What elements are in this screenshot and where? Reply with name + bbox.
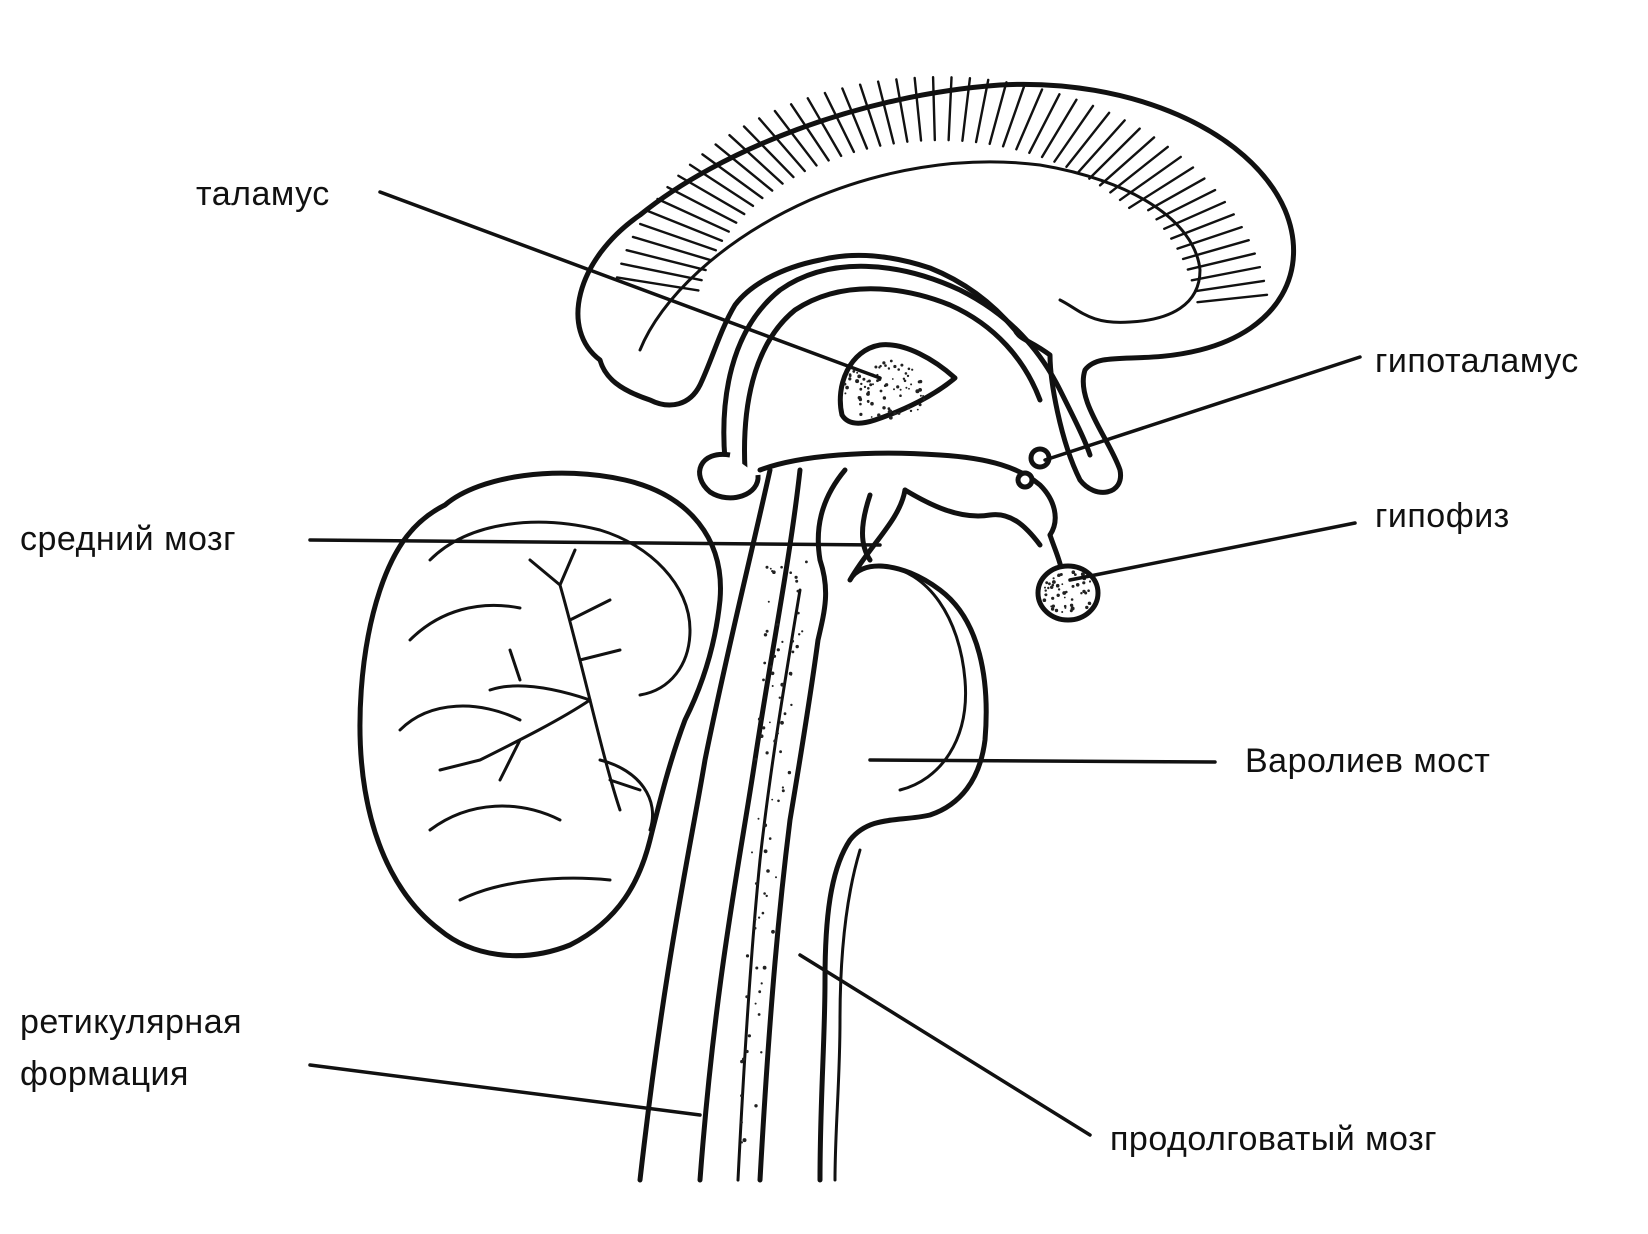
cerebellum [360, 473, 720, 956]
label-midbrain: средний мозг [20, 520, 236, 559]
label-reticular-line1: ретикулярная [20, 1003, 242, 1042]
pineal-loop [700, 454, 759, 497]
leader-reticular [310, 1065, 700, 1115]
leader-pons [870, 760, 1215, 762]
leader-pituitary [1070, 523, 1355, 580]
label-hypothalamus: гипоталамус [1375, 342, 1579, 381]
label-medulla: продолговатый мозг [1110, 1120, 1437, 1159]
leader-midbrain [310, 540, 880, 545]
label-pons: Варолиев мост [1245, 742, 1490, 781]
label-reticular-line2: формация [20, 1055, 189, 1094]
diencephalon [760, 449, 1055, 545]
leader-medulla [800, 955, 1090, 1135]
label-thalamus: таламус [196, 175, 330, 214]
label-pituitary: гипофиз [1375, 497, 1510, 536]
thalamus-shape [840, 345, 955, 424]
